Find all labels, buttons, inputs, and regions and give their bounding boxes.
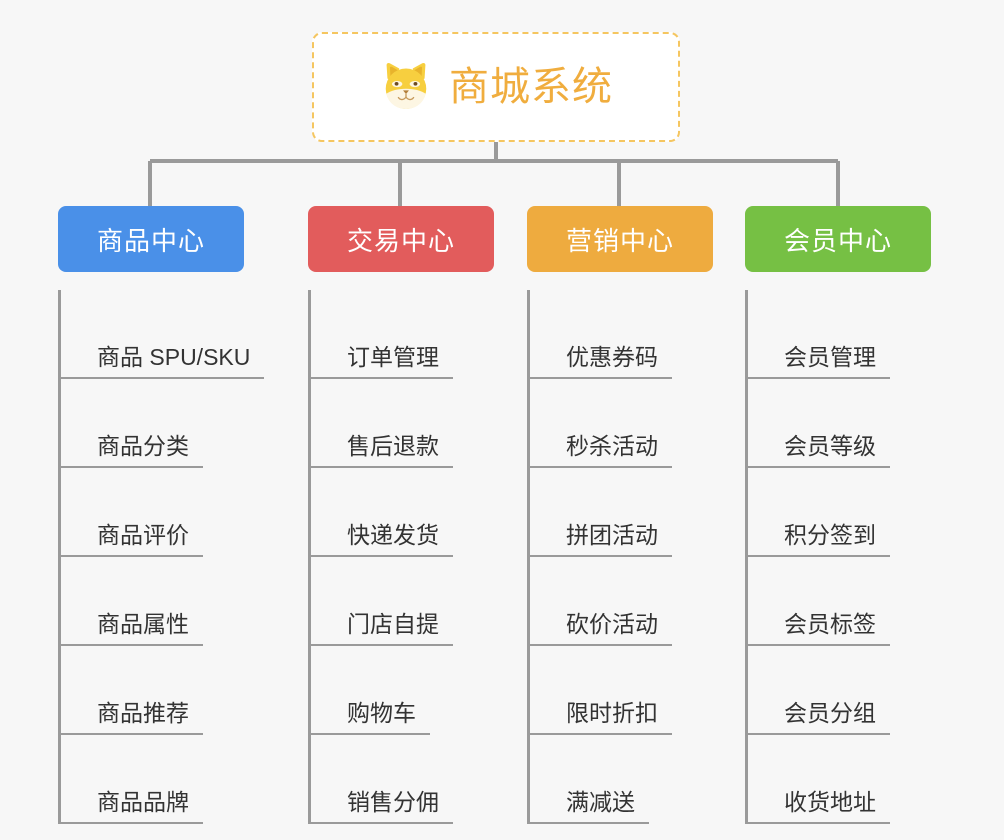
branch-header-marketing-center[interactable]: 营销中心: [527, 206, 713, 272]
branch-label: 会员中心: [783, 225, 892, 256]
branch-header-member-center[interactable]: 会员中心: [745, 206, 931, 272]
leaf-item[interactable]: 销售分佣: [308, 735, 494, 824]
leaf-item[interactable]: 优惠券码: [527, 290, 713, 379]
leaf-item[interactable]: 门店自提: [308, 557, 494, 646]
leaf-label: 会员标签: [784, 610, 876, 637]
leaf-label: 会员分组: [784, 699, 876, 726]
leaf-item[interactable]: 会员等级: [745, 379, 931, 468]
branch-label: 商品中心: [96, 225, 205, 256]
branch-spine: [308, 290, 311, 824]
branch-column-marketing-center: 营销中心 优惠券码 秒杀活动 拼团活动 砍价活动 限时折扣 满减送: [527, 206, 713, 824]
branch-spine: [58, 290, 61, 824]
leaf-label: 订单管理: [347, 343, 439, 370]
leaf-label: 拼团活动: [566, 521, 658, 548]
leaf-label: 商品分类: [97, 432, 189, 459]
leaf-label: 售后退款: [347, 432, 439, 459]
leaf-item[interactable]: 购物车: [308, 646, 494, 735]
leaf-item[interactable]: 砍价活动: [527, 557, 713, 646]
leaf-item[interactable]: 商品属性: [58, 557, 264, 646]
branch-label: 营销中心: [565, 225, 674, 256]
leaf-item[interactable]: 拼团活动: [527, 468, 713, 557]
leaf-item[interactable]: 满减送: [527, 735, 713, 824]
branch-spine: [527, 290, 530, 824]
branch-column-member-center: 会员中心 会员管理 会员等级 积分签到 会员标签 会员分组 收货地址: [745, 206, 931, 824]
branch-spine: [745, 290, 748, 824]
leaf-item[interactable]: 积分签到: [745, 468, 931, 557]
leaf-item[interactable]: 商品评价: [58, 468, 264, 557]
leaf-label: 商品 SPU/SKU: [97, 343, 251, 370]
root-node-mall-system[interactable]: 商城系统: [312, 32, 680, 142]
leaf-label: 快递发货: [347, 521, 439, 548]
branch-header-product-center[interactable]: 商品中心: [58, 206, 244, 272]
leaf-label: 限时折扣: [566, 699, 658, 726]
leaf-item[interactable]: 会员管理: [745, 290, 931, 379]
leaf-item[interactable]: 会员标签: [745, 557, 931, 646]
leaf-label: 商品品牌: [97, 788, 189, 815]
leaf-item[interactable]: 限时折扣: [527, 646, 713, 735]
branch-column-product-center: 商品中心 商品 SPU/SKU 商品分类 商品评价 商品属性 商品推荐 商品品牌: [58, 206, 265, 824]
leaf-list-trade-center: 订单管理 售后退款 快递发货 门店自提 购物车 销售分佣: [308, 290, 494, 824]
leaf-label: 满减送: [566, 788, 635, 815]
branch-label: 交易中心: [346, 225, 455, 256]
leaf-label: 会员等级: [784, 432, 876, 459]
leaf-label: 积分签到: [784, 521, 876, 548]
leaf-label: 秒杀活动: [566, 432, 658, 459]
leaf-label: 商品评价: [97, 521, 189, 548]
leaf-label: 门店自提: [347, 610, 439, 637]
leaf-item[interactable]: 订单管理: [308, 290, 494, 379]
leaf-label: 销售分佣: [347, 788, 439, 815]
leaf-label: 购物车: [347, 699, 416, 726]
leaf-item[interactable]: 商品推荐: [58, 646, 264, 735]
leaf-item[interactable]: 秒杀活动: [527, 379, 713, 468]
leaf-label: 收货地址: [784, 788, 876, 815]
leaf-label: 砍价活动: [566, 610, 658, 637]
leaf-item[interactable]: 售后退款: [308, 379, 494, 468]
leaf-item[interactable]: 商品分类: [58, 379, 264, 468]
leaf-item[interactable]: 收货地址: [745, 735, 931, 824]
leaf-label: 商品推荐: [97, 699, 189, 726]
branch-column-trade-center: 交易中心 订单管理 售后退款 快递发货 门店自提 购物车 销售分佣: [308, 206, 494, 824]
leaf-label: 商品属性: [97, 610, 189, 637]
leaf-item[interactable]: 商品品牌: [58, 735, 264, 824]
leaf-list-member-center: 会员管理 会员等级 积分签到 会员标签 会员分组 收货地址: [745, 290, 931, 824]
leaf-list-marketing-center: 优惠券码 秒杀活动 拼团活动 砍价活动 限时折扣 满减送: [527, 290, 713, 824]
leaf-item[interactable]: 快递发货: [308, 468, 494, 557]
leaf-label: 会员管理: [784, 343, 876, 370]
leaf-list-product-center: 商品 SPU/SKU 商品分类 商品评价 商品属性 商品推荐 商品品牌: [58, 290, 265, 824]
leaf-label: 优惠券码: [566, 343, 658, 370]
shiba-dog-face-icon: [385, 63, 427, 109]
branch-header-trade-center[interactable]: 交易中心: [308, 206, 494, 272]
leaf-item[interactable]: 商品 SPU/SKU: [58, 290, 265, 379]
leaf-item[interactable]: 会员分组: [745, 646, 931, 735]
root-title: 商城系统: [449, 65, 613, 109]
